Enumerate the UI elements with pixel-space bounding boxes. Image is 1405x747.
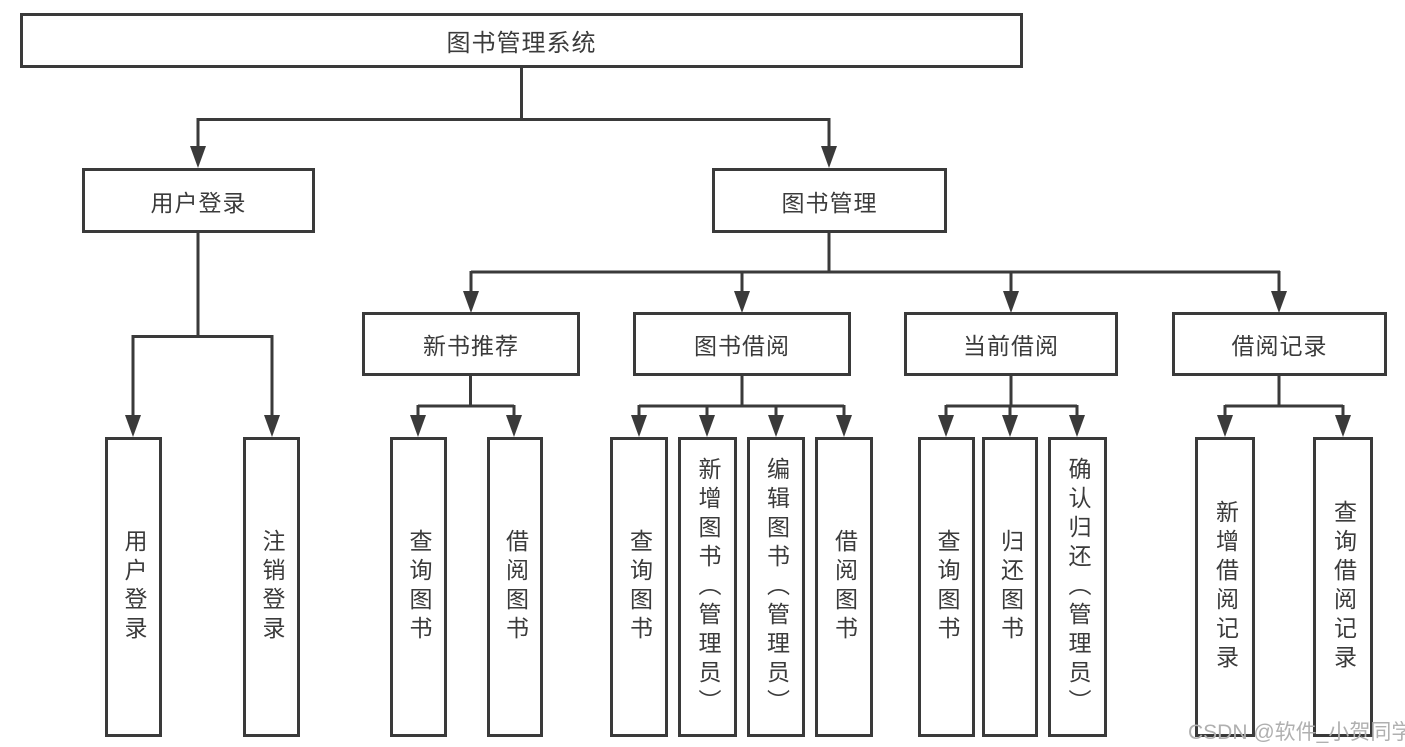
leaf-borrow-books-recommend: 借阅图书 [487,437,543,737]
node-borrow-records: 借阅记录 [1172,312,1387,376]
leaf-logout-label: 注销登录 [259,529,285,645]
leaf-query-books-borrow: 查询图书 [610,437,668,737]
node-borrow-records-label: 借阅记录 [1231,333,1328,359]
leaf-add-book-admin: 新增图书（管理员） [678,437,737,737]
node-book-management: 图书管理 [712,168,947,233]
node-new-book-recommend-label: 新书推荐 [423,333,519,359]
node-current-borrow-label: 当前借阅 [963,333,1059,359]
node-root-label: 图书管理系统 [446,30,597,57]
leaf-borrow-books-recommend-label: 借阅图书 [502,529,529,645]
node-user-login-label: 用户登录 [150,189,247,216]
leaf-return-book: 归还图书 [982,437,1038,737]
node-current-borrow: 当前借阅 [904,312,1118,376]
leaf-confirm-return-admin-label: 确认归还（管理员） [1065,456,1091,718]
leaf-borrow-books: 借阅图书 [815,437,873,737]
leaf-query-borrow-record-label: 查询借阅记录 [1330,500,1357,674]
leaf-add-borrow-record-label: 新增借阅记录 [1212,500,1239,674]
node-user-login: 用户登录 [82,168,315,233]
leaf-user-login-label: 用户登录 [121,529,147,645]
leaf-user-login: 用户登录 [105,437,162,737]
watermark-text: CSDN @软件_小贺同学 [1188,721,1405,744]
node-book-management-label: 图书管理 [781,189,878,216]
node-book-borrow-label: 图书借阅 [694,333,790,359]
leaf-add-book-admin-label: 新增图书（管理员） [695,456,721,718]
leaf-logout: 注销登录 [243,437,300,737]
leaf-add-borrow-record: 新增借阅记录 [1195,437,1255,737]
leaf-query-books-recommend-label: 查询图书 [406,529,432,645]
leaf-query-books-current-label: 查询图书 [934,529,960,645]
leaf-query-books-recommend: 查询图书 [390,437,447,737]
leaf-query-books-borrow-label: 查询图书 [626,529,653,645]
node-book-borrow: 图书借阅 [633,312,851,376]
leaf-query-books-current: 查询图书 [918,437,975,737]
arrowheads [125,146,1351,437]
leaf-edit-book-admin: 编辑图书（管理员） [747,437,805,737]
node-new-book-recommend: 新书推荐 [362,312,580,376]
node-root: 图书管理系统 [20,13,1023,68]
leaf-edit-book-admin-label: 编辑图书（管理员） [763,456,790,718]
leaf-confirm-return-admin: 确认归还（管理员） [1048,437,1107,737]
leaf-return-book-label: 归还图书 [997,529,1024,645]
leaf-query-borrow-record: 查询借阅记录 [1313,437,1373,737]
leaf-borrow-books-label: 借阅图书 [831,529,858,645]
